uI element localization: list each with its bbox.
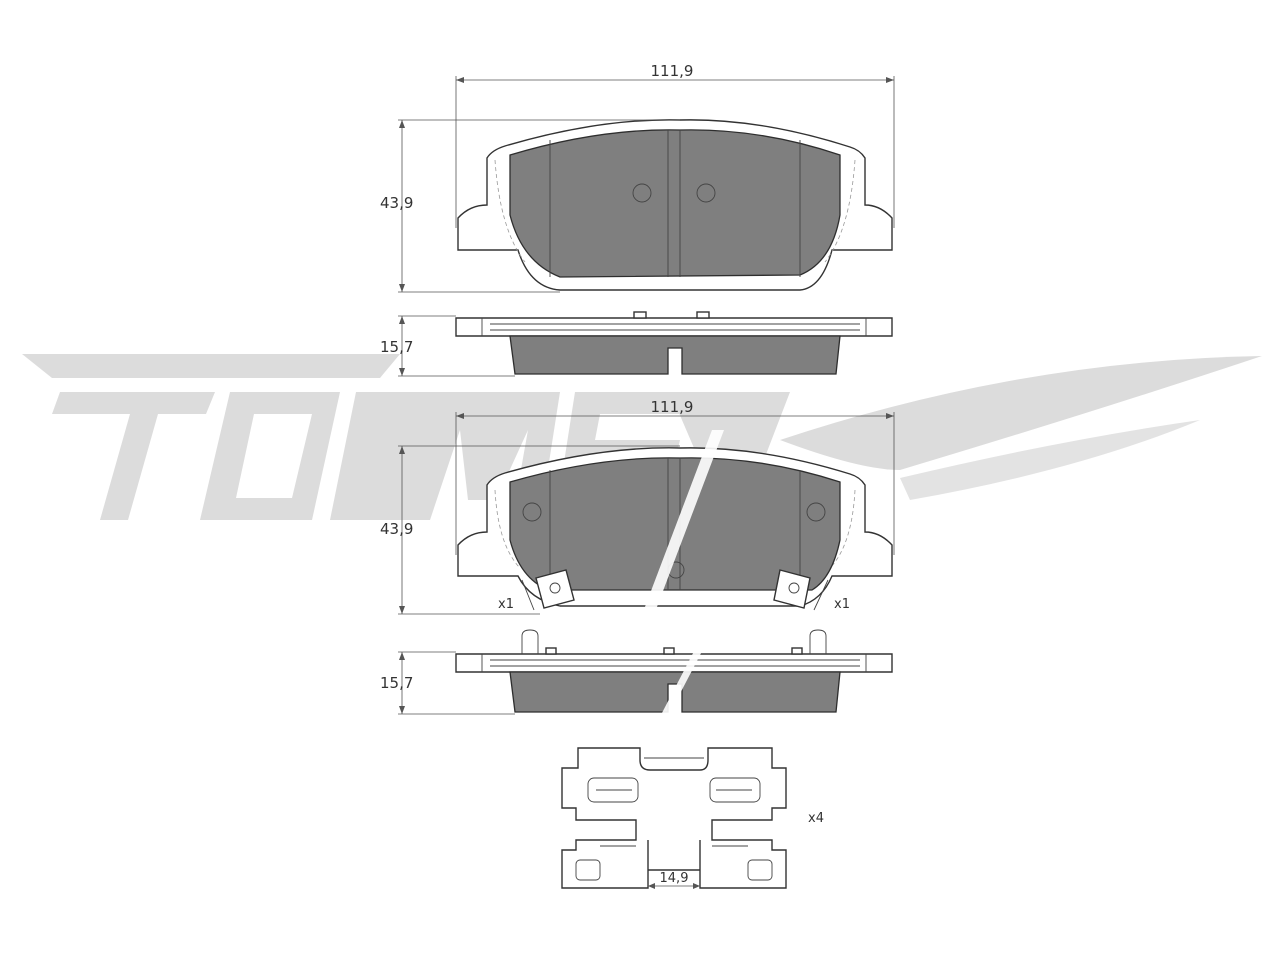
- pad-1-friction-lining: [509, 129, 841, 278]
- pad-1-front-view: [457, 119, 893, 291]
- pad-2-friction-lining: [509, 457, 841, 591]
- pad-1-side-view: [455, 311, 893, 375]
- pad-1-hidden-edge: [494, 159, 856, 263]
- watermark-hollow: [236, 414, 312, 498]
- clip-gap-dim: [648, 883, 700, 889]
- pad-2-height-label: 43,9: [380, 520, 413, 538]
- pad-2-thickness-label: 15,7: [380, 674, 413, 692]
- clip-body: [561, 747, 787, 889]
- retaining-clip: [561, 747, 787, 889]
- pad-1-dimensions: [398, 76, 895, 293]
- sensor-right-qty: x1: [834, 597, 850, 612]
- pad-2-hole-right: [806, 502, 826, 522]
- pad-2-side-view: [455, 629, 893, 713]
- pad-2-width-label: 111,9: [651, 398, 694, 416]
- pad-2-dimensions: [398, 412, 895, 615]
- clip-qty-label: x4: [808, 811, 824, 826]
- pad-1-width-label: 111,9: [651, 62, 694, 80]
- wear-sensor-left: [521, 569, 575, 611]
- pad-1-height-label: 43,9: [380, 194, 413, 212]
- pad-2-thickness-dim: [398, 651, 515, 715]
- pad-1-hole-right: [696, 183, 716, 203]
- watermark-slash: [640, 430, 724, 736]
- clip-gap-label: 14,9: [660, 871, 689, 886]
- pad-2-front-view: [457, 447, 893, 611]
- wear-sensor-right: [773, 569, 829, 611]
- pad-1-thickness-label: 15,7: [380, 338, 413, 356]
- pad-1-side-lining: [509, 335, 841, 375]
- pad-1-hole-left: [632, 183, 652, 203]
- pad-1-thickness-dim: [398, 315, 515, 377]
- pad-2-hole-left: [522, 502, 542, 522]
- sensor-left-qty: x1: [498, 597, 514, 612]
